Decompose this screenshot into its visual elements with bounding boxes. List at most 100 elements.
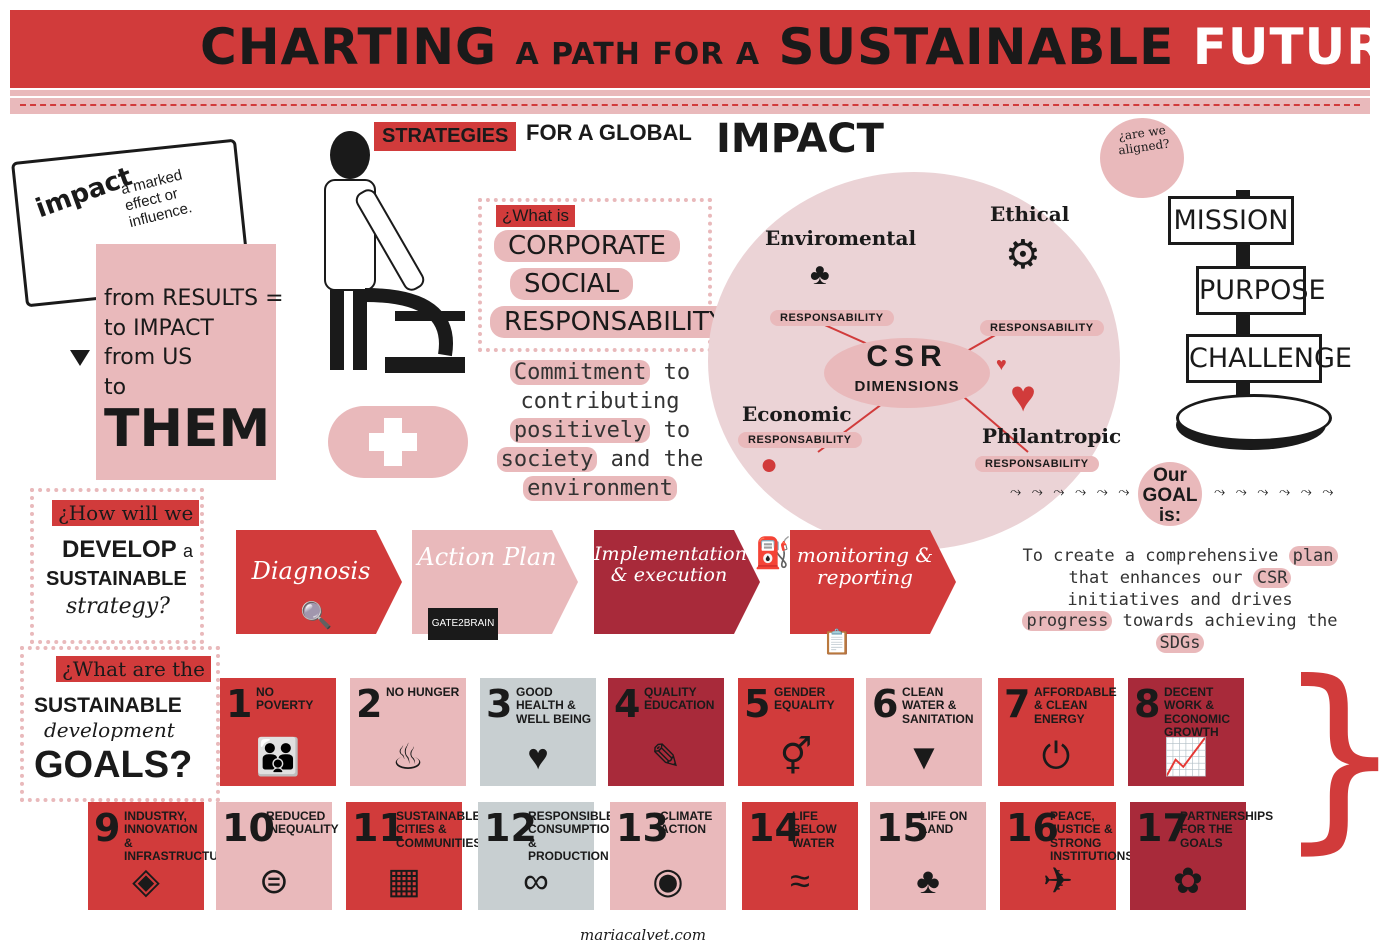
cubes-icon: ◈ — [132, 860, 160, 901]
goal-text-part3: initiatives and drives — [1067, 589, 1293, 610]
rings-icon: ✿ — [1172, 860, 1204, 901]
banner-stripe — [10, 90, 1370, 96]
sdg-label: Good Health & Well Being — [516, 685, 592, 726]
sdg-development: development — [44, 718, 175, 742]
sign-purpose: PURPOSE — [1196, 266, 1326, 316]
eye-icon: ◉ — [652, 860, 684, 901]
philantropic-responsability-pill: RESPONSABILITY — [975, 456, 1099, 472]
sdg-tile-7: 7Affordable & Clean Energy ⏻ — [998, 678, 1117, 786]
sdg-number: 14 — [748, 806, 801, 850]
goal-text-part2: that enhances our — [1068, 567, 1243, 588]
small-heart-icon: ♥ — [996, 354, 1007, 374]
sdg-number: 9 — [94, 806, 121, 850]
sdg-number: 11 — [352, 806, 405, 850]
dimension-philantropic: Philantropic — [982, 424, 1122, 448]
city-icon: ▦ — [386, 860, 421, 901]
goal-highlight-plan: plan — [1288, 546, 1338, 566]
infinity-icon: ∞ — [523, 860, 549, 901]
sign-challenge: CHALLENGE — [1186, 334, 1352, 384]
magnifier-icon: 🔍 — [300, 600, 333, 630]
dimension-environmental: Enviromental — [765, 226, 917, 250]
signpost-base — [1176, 394, 1332, 442]
sdg-tile-9: 9Industry, Innovation & Infrastructure◈ — [88, 802, 235, 910]
sdg-label: Life on Land — [920, 809, 968, 837]
title-part-sustainable: SUSTAINABLE — [778, 18, 1175, 76]
sdg-number: 2 — [356, 682, 383, 726]
goal-highlight-csr: CSR — [1252, 567, 1292, 588]
sdg-label: Gender Equality — [774, 685, 835, 713]
economic-responsability-pill: RESPONSABILITY — [738, 432, 862, 448]
sdg-label: Quality Education — [644, 685, 715, 713]
goal-highlight-sdgs: SDGs — [1155, 633, 1205, 653]
book-icon: ✎ — [650, 736, 682, 777]
step-implementation-label: Implementation & execution — [594, 543, 747, 587]
people-icon: 👪 — [255, 736, 301, 777]
sdg-tile-2: 2No Hunger ♨ — [350, 678, 466, 786]
sdg-tile-16: 16Peace, Justice & Strong Institutions✈ — [1000, 802, 1134, 910]
sdg-tile-4: 4Quality Education✎ — [608, 678, 724, 786]
title-banner — [10, 10, 1370, 88]
csr-title: CSR — [866, 340, 948, 373]
dove-icon: ✈ — [1042, 860, 1074, 901]
medical-cross-icon-bar — [369, 433, 417, 451]
author-credit: mariacalvet.com — [580, 926, 707, 944]
step-monitoring: monitoring & reporting — [790, 530, 960, 634]
title-part-path: A PATH FOR A — [515, 37, 761, 72]
environmental-responsability-pill: RESPONSABILITY — [770, 310, 894, 326]
sdg-label: Sustainable Cities & Communities — [396, 809, 482, 850]
impact-heading: IMPACT — [716, 116, 884, 162]
csr-question-label: ¿What is — [496, 205, 576, 227]
commitment-word-commitment: Commitment — [509, 360, 651, 385]
sdg-label: Affordable & Clean Energy — [1034, 685, 1117, 726]
sdg-tile-17: 17Partnerships for the Goals✿ — [1130, 802, 1274, 910]
sdg-label: Decent Work & Economic Growth — [1164, 685, 1230, 740]
sdg-label: Peace, Justice & Strong Institutions — [1050, 809, 1134, 864]
equal-icon: ⊜ — [258, 860, 290, 901]
tree-icon: ♣ — [916, 860, 940, 901]
commitment-word-environment: environment — [523, 476, 677, 502]
sdg-label: Clean Water & Sanitation — [902, 685, 974, 726]
down-arrow-icon — [70, 350, 90, 366]
clipboard-icon: 📋 — [822, 629, 852, 656]
commitment-word-society: society — [496, 447, 598, 473]
sdg-number: 8 — [1134, 682, 1161, 726]
sdg-sustainable: SUSTAINABLE — [34, 694, 182, 717]
develop-question-label: ¿How will we — [52, 500, 200, 526]
csr-line-corporate: CORPORATE — [494, 230, 680, 262]
commitment-text: Commitment to contributing positively to… — [480, 358, 720, 503]
gender-icon: ⚥ — [779, 736, 813, 777]
sdg-label: Partnerships for the Goals — [1180, 809, 1274, 850]
sdg-tile-10: 10Reduced Inequality⊜ — [216, 802, 339, 910]
sdg-question-box — [20, 646, 220, 802]
sdg-question-label: ¿What are the — [56, 656, 211, 682]
results-panel — [96, 244, 276, 480]
us-line: from US — [104, 345, 193, 371]
clapperboard-icon: GATE2BRAIN — [428, 608, 498, 640]
develop-word-main: DEVELOP — [62, 536, 177, 563]
sdg-label: No Poverty — [256, 685, 314, 713]
commitment-word-positively: positively — [509, 418, 651, 444]
goal-text-part1: To create a comprehensive — [1022, 546, 1279, 566]
csr-line-responsability: RESPONSABILITY? — [490, 306, 753, 338]
sign-mission: MISSION — [1168, 196, 1294, 246]
sdg-number: 12 — [484, 806, 537, 850]
power-icon: ⏻ — [1041, 735, 1071, 776]
bowl-icon: ♨ — [391, 736, 425, 777]
aligned-thought-bubble — [1100, 118, 1184, 198]
growth-chart-icon: 📈 — [1163, 736, 1209, 777]
sdg-tile-6: 6Clean Water & Sanitation▼ — [866, 678, 982, 786]
develop-question-box — [30, 488, 204, 644]
watering-can-icon: ⛽ — [754, 537, 792, 570]
sdg-label: Climate Action — [660, 809, 713, 837]
sdg-number: 6 — [872, 682, 899, 726]
csr-line-social: SOCIAL — [510, 268, 634, 300]
sdg-number: 3 — [486, 682, 513, 726]
sdg-number: 5 — [744, 682, 771, 726]
them-word: THEM — [104, 398, 271, 459]
sdg-number: 7 — [1004, 682, 1031, 726]
step-implementation: Implementation & execution — [594, 530, 764, 634]
page-title: CHARTING A PATH FOR A SUSTAINABLE FUTURE — [200, 18, 1380, 76]
goal-title: Our GOAL is: — [1142, 465, 1198, 526]
commitment-word-to: to — [663, 360, 691, 385]
sdg-label: No Hunger — [386, 685, 460, 699]
